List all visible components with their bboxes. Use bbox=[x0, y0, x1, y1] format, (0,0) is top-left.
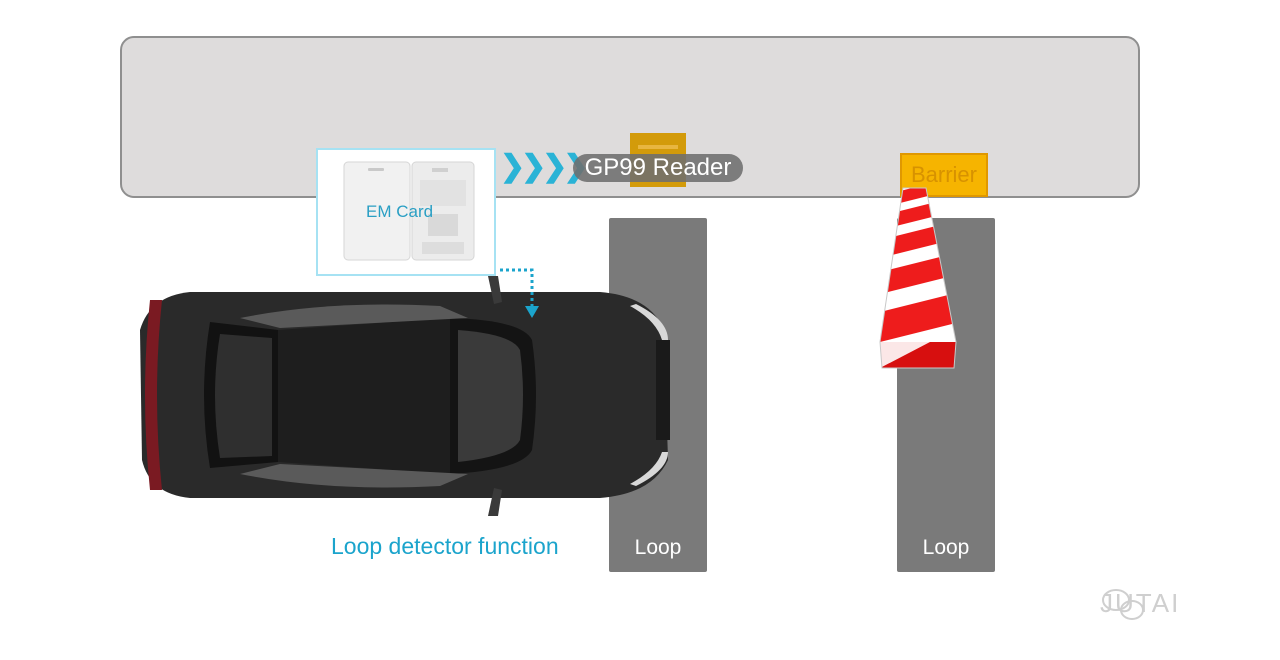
watermark-text: JUTAI bbox=[1100, 588, 1181, 618]
em-card-panel bbox=[316, 148, 496, 276]
diagram-caption: Loop detector function bbox=[331, 533, 559, 559]
barrier-arm bbox=[880, 188, 956, 368]
wechat-logo-icon bbox=[1102, 589, 1144, 620]
em-card-label: EM Card bbox=[366, 202, 434, 221]
barrier-label: Barrier bbox=[910, 162, 977, 187]
loop-label-2: Loop bbox=[922, 536, 970, 559]
car bbox=[140, 276, 670, 516]
reader-label: GP99 Reader bbox=[573, 154, 743, 182]
watermark: JUTAI bbox=[1100, 588, 1180, 619]
loop-label-1: Loop bbox=[634, 536, 682, 559]
card-image bbox=[343, 161, 475, 261]
